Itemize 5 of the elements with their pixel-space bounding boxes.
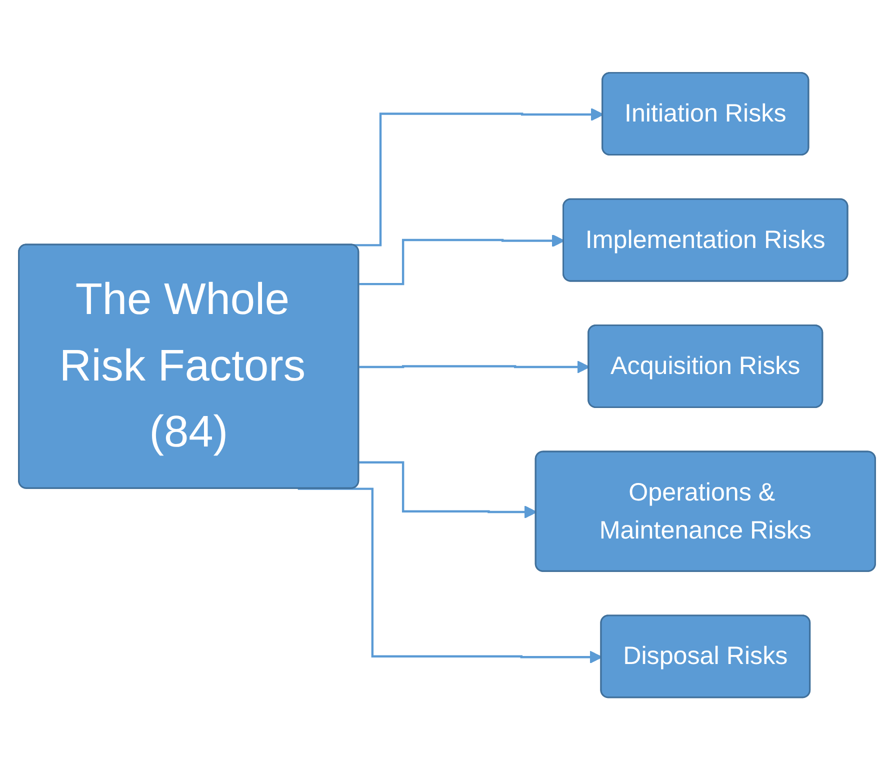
arrow — [359, 461, 537, 518]
arrow — [359, 360, 590, 374]
arrow — [359, 234, 565, 286]
arrow — [298, 488, 602, 664]
flowchart-diagram: The Whole Risk Factors (84) Initiation Risks Implementation Risks Acquisition Risks Operations & Maintenance Risks Disposal Risks — [7, 60, 887, 710]
